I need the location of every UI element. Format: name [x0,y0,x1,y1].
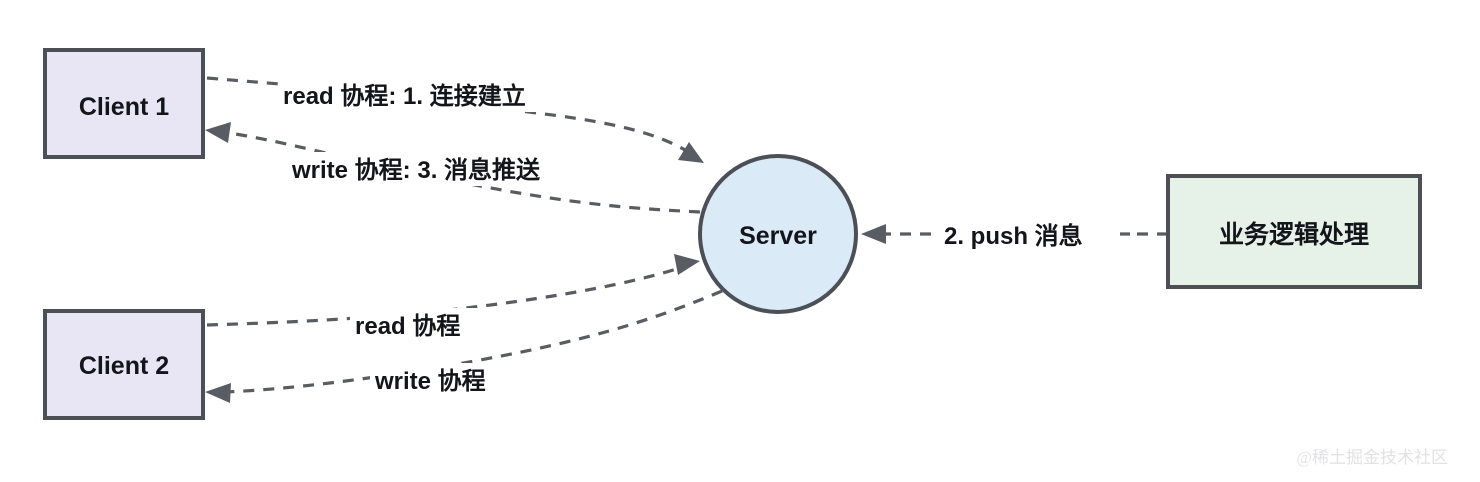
server-label: Server [739,222,817,250]
business-logic-box[interactable] [1166,174,1422,289]
watermark: @稀土掘金技术社区 [1296,448,1448,467]
client-1-label: Client 1 [79,93,169,121]
edge-client1-write-label: write 协程: 3. 消息推送 [291,156,541,184]
label-backdrop [278,78,593,112]
edge-client1-read-arrowhead [678,142,704,163]
client-1-box[interactable] [43,48,205,159]
edge-client2-read-line [206,262,693,327]
edge-client1-write-line [221,130,701,214]
label-backdrop [938,218,1114,252]
edge-client1-read-label: read 协程: 1. 连接建立 [283,82,526,110]
edge-client2-write-label-group: write 协程 [370,363,530,397]
business-logic-label: 业务逻辑处理 [1219,221,1369,249]
edge-business-push-arrowhead [861,224,886,244]
edge-client2-write [205,289,723,403]
edge-client1-read-label-group: read 协程: 1. 连接建立 [278,78,593,112]
edge-client2-read-label-group: read 协程 [350,308,500,342]
label-backdrop [370,363,530,397]
label-backdrop [350,308,500,342]
edge-client1-write-label-group: write 协程: 3. 消息推送 [287,152,612,186]
server-circle[interactable] [698,154,858,314]
server-node[interactable]: Server [698,154,858,314]
label-backdrop [287,152,612,186]
edge-client2-write-label: write 协程 [374,368,486,395]
business-logic-node[interactable]: 业务逻辑处理 [1166,174,1422,289]
client-1-node[interactable]: Client 1 [43,48,205,159]
edge-business-push-label-group: 2. push 消息 [938,218,1114,252]
client-2-label: Client 2 [79,352,169,380]
edge-client1-write [205,122,701,214]
client-2-node[interactable]: Client 2 [43,309,205,420]
edge-business-push-label: 2. push 消息 [944,222,1083,250]
edge-client2-write-arrowhead [205,383,231,403]
client-2-box[interactable] [43,309,205,420]
edge-client2-read [206,254,700,327]
edge-client2-read-label: read 协程 [355,313,460,340]
edge-client1-write-arrowhead [205,122,231,143]
edge-client2-read-arrowhead [674,254,700,275]
edge-client2-write-line [223,289,723,394]
